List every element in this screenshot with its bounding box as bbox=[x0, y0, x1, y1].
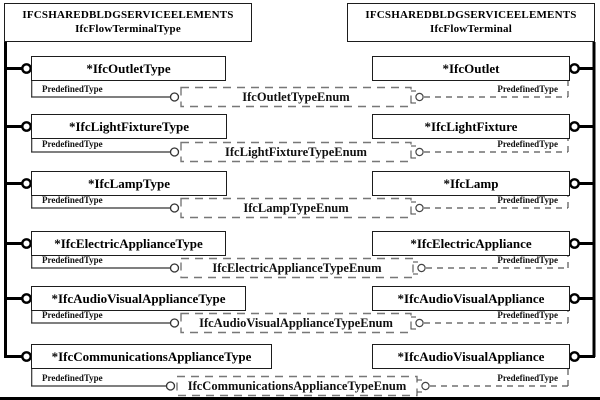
schema-header-right: IFCSHAREDBLDGSERVICEELEMENTS IfcFlowTerm… bbox=[347, 3, 595, 42]
subtype-circle-left bbox=[21, 293, 32, 304]
entity-label: *IfcAudioVisualApplianceType bbox=[51, 290, 226, 306]
entity-box-right: *IfcOutlet bbox=[372, 56, 570, 81]
attr-end-circle-left bbox=[169, 318, 180, 328]
enum-type-box: IfcAudioVisualApplianceTypeEnum bbox=[181, 314, 411, 332]
enum-box-border bbox=[180, 257, 414, 279]
entity-label: *IfcOutlet bbox=[442, 60, 500, 76]
attr-end-circle-left bbox=[169, 263, 180, 273]
entity-box-left: *IfcOutletType bbox=[31, 56, 226, 81]
enum-label: IfcOutletTypeEnum bbox=[242, 89, 350, 104]
schema-entity-name: IfcFlowTerminalType bbox=[75, 23, 181, 36]
enum-box-border bbox=[180, 197, 412, 219]
subtype-circle-left bbox=[21, 178, 32, 189]
enum-label: IfcCommunicationsApplianceTypeEnum bbox=[187, 378, 407, 393]
schema-entity-name: IfcFlowTerminal bbox=[429, 23, 513, 36]
enum-box-border bbox=[176, 375, 418, 397]
enum-box-border bbox=[180, 141, 412, 163]
entity-box-left: *IfcCommunicationsApplianceType bbox=[31, 344, 272, 369]
subtype-circle-left bbox=[21, 63, 32, 74]
attribute-label: PredefinedType bbox=[42, 84, 103, 94]
attr-end-circle-right bbox=[415, 147, 424, 157]
attribute-label: PredefinedType bbox=[497, 373, 558, 383]
entity-box-left: *IfcLampType bbox=[31, 171, 227, 196]
subtype-circle-right bbox=[569, 238, 580, 249]
enum-label: IfcAudioVisualApplianceTypeEnum bbox=[199, 315, 393, 330]
enum-label: IfcElectricApplianceTypeEnum bbox=[212, 260, 382, 275]
subtype-circle-left bbox=[21, 351, 32, 362]
attribute-label: PredefinedType bbox=[42, 255, 103, 265]
entity-label: *IfcAudioVisualAppliance bbox=[397, 348, 545, 364]
entity-box-left: *IfcAudioVisualApplianceType bbox=[31, 286, 246, 311]
entity-box-right: *IfcAudioVisualAppliance bbox=[372, 286, 570, 311]
subtype-circle-left bbox=[21, 121, 32, 132]
attr-end-circle-left bbox=[169, 147, 180, 157]
entity-box-left: *IfcElectricApplianceType bbox=[31, 231, 226, 256]
attr-end-circle-right bbox=[417, 263, 426, 273]
attribute-label: PredefinedType bbox=[497, 139, 558, 149]
schema-header-left: IFCSHAREDBLDGSERVICEELEMENTS IfcFlowTerm… bbox=[4, 3, 252, 42]
subtype-circle-right bbox=[569, 351, 580, 362]
subtype-circle-right bbox=[569, 293, 580, 304]
entity-label: *IfcAudioVisualAppliance bbox=[397, 290, 545, 306]
attr-end-circle-right bbox=[421, 381, 430, 391]
attribute-label: PredefinedType bbox=[42, 373, 103, 383]
schema-name: IFCSHAREDBLDGSERVICEELEMENTS bbox=[365, 9, 577, 21]
attribute-label: PredefinedType bbox=[497, 255, 558, 265]
entity-label: *IfcLampType bbox=[87, 175, 171, 191]
enum-box-border bbox=[180, 86, 412, 108]
enum-type-box: IfcCommunicationsApplianceTypeEnum bbox=[177, 377, 417, 395]
attribute-label: PredefinedType bbox=[42, 195, 103, 205]
subtype-circle-left bbox=[21, 238, 32, 249]
entity-label: *IfcLamp bbox=[443, 175, 499, 191]
attribute-label: PredefinedType bbox=[42, 310, 103, 320]
subtype-circle-right bbox=[569, 121, 580, 132]
entity-label: *IfcLightFixtureType bbox=[68, 118, 190, 134]
entity-label: *IfcOutletType bbox=[86, 60, 171, 76]
enum-label: IfcLightFixtureTypeEnum bbox=[225, 144, 367, 159]
entity-label: *IfcLightFixture bbox=[424, 118, 518, 134]
attribute-label: PredefinedType bbox=[497, 195, 558, 205]
image-bottom-border bbox=[0, 397, 600, 400]
enum-type-box: IfcLampTypeEnum bbox=[181, 199, 411, 217]
subtype-circle-right bbox=[569, 178, 580, 189]
attr-end-circle-left bbox=[169, 92, 180, 102]
enum-label: IfcLampTypeEnum bbox=[243, 200, 349, 215]
attr-end-circle-right bbox=[415, 203, 424, 213]
subtype-circle-right bbox=[569, 63, 580, 74]
entity-label: *IfcElectricApplianceType bbox=[54, 235, 203, 251]
enum-type-box: IfcElectricApplianceTypeEnum bbox=[181, 259, 413, 277]
enum-type-box: IfcOutletTypeEnum bbox=[181, 88, 411, 106]
entity-box-right: *IfcLamp bbox=[372, 171, 570, 196]
attr-end-circle-left bbox=[169, 203, 180, 213]
entity-box-left: *IfcLightFixtureType bbox=[31, 114, 227, 139]
attr-end-circle-left bbox=[165, 381, 176, 391]
entity-label: *IfcCommunicationsApplianceType bbox=[51, 348, 252, 364]
attr-end-circle-right bbox=[415, 92, 424, 102]
entity-box-right: *IfcLightFixture bbox=[372, 114, 570, 139]
attribute-label: PredefinedType bbox=[497, 84, 558, 94]
entity-label: *IfcElectricAppliance bbox=[410, 235, 532, 251]
enum-type-box: IfcLightFixtureTypeEnum bbox=[181, 143, 411, 161]
attribute-label: PredefinedType bbox=[42, 139, 103, 149]
entity-box-right: *IfcElectricAppliance bbox=[372, 231, 570, 256]
attr-end-circle-right bbox=[415, 318, 424, 328]
schema-name: IFCSHAREDBLDGSERVICEELEMENTS bbox=[22, 9, 234, 21]
enum-box-border bbox=[180, 312, 412, 334]
attribute-label: PredefinedType bbox=[497, 310, 558, 320]
entity-box-right: *IfcAudioVisualAppliance bbox=[372, 344, 570, 369]
